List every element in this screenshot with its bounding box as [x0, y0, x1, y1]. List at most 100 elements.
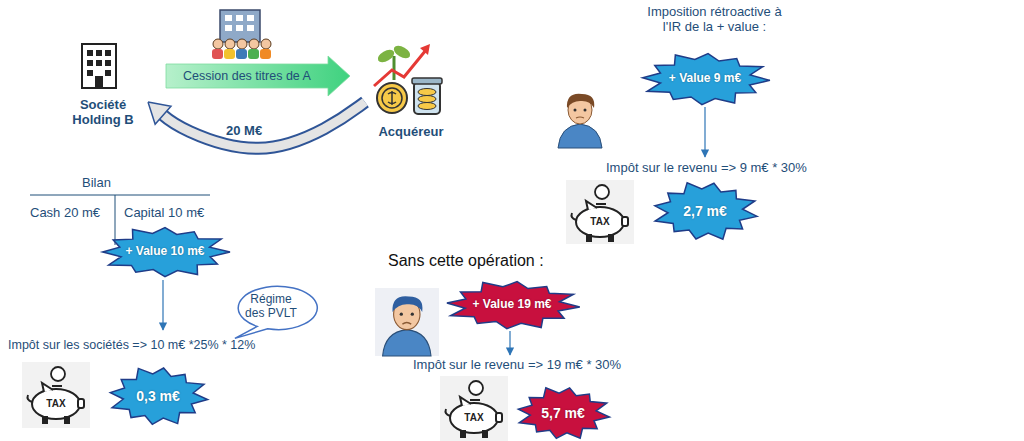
edge-label: Cession des titres de A — [183, 69, 311, 83]
piggy-leg — [460, 430, 466, 438]
node-text: + Value 19 m€ — [472, 298, 551, 312]
node-text: 0,3 m€ — [136, 388, 180, 404]
building-door — [95, 76, 103, 88]
plant-stem — [393, 56, 396, 80]
text-area: Société Holding B — [58, 40, 148, 128]
building-window — [105, 50, 111, 56]
person-body — [260, 49, 271, 59]
building-window — [87, 60, 93, 66]
text-area: + Value 10 m€ — [100, 226, 230, 278]
person-hair — [567, 94, 594, 108]
plant-leaf — [392, 43, 413, 61]
piggy-coin — [51, 367, 65, 381]
person-hair — [392, 296, 422, 312]
office-window — [236, 25, 243, 31]
person-body — [236, 49, 247, 59]
office-window — [225, 25, 232, 31]
person-head — [261, 39, 271, 49]
piggy-leg — [608, 234, 614, 242]
piggy-ear — [42, 383, 53, 392]
icon-background — [566, 180, 634, 244]
text-area: 5,7 m€ — [516, 386, 610, 440]
building-window — [96, 60, 102, 66]
coin-rim — [382, 88, 402, 108]
piggy-tail — [572, 213, 577, 220]
piggy-body — [576, 207, 624, 237]
coin-mark — [388, 91, 396, 105]
burst-outline — [447, 282, 580, 329]
office-window — [225, 15, 232, 21]
burst-outline — [518, 388, 609, 438]
piggy-ear — [460, 397, 471, 406]
value-burst: + Value 9 m€ — [640, 52, 770, 106]
value-burst: + Value 10 m€ — [100, 226, 230, 278]
icon-background — [375, 288, 439, 356]
section-heading: Sans cette opération : — [388, 252, 544, 270]
burst-outline — [655, 183, 757, 239]
edge-label: 20 M€ — [226, 124, 262, 139]
piggy-bank-icon — [566, 180, 634, 244]
office-building — [220, 10, 260, 42]
piggy-leg — [64, 416, 70, 424]
node-text: 2,7 m€ — [683, 203, 727, 219]
balance-sheet-line — [30, 195, 210, 196]
node-text: + Value 9 m€ — [669, 72, 741, 86]
tax-mark: TAX — [580, 215, 620, 229]
block-arrow — [166, 56, 350, 96]
node-text: Acquéreur — [378, 125, 443, 140]
text-area: 2,7 m€ — [652, 181, 758, 241]
burst-outline — [110, 368, 207, 424]
burst-outline — [103, 228, 230, 277]
office-window — [236, 15, 243, 21]
company-people-icon — [212, 10, 271, 59]
buyer-node: Acquéreur — [365, 40, 457, 140]
building-window — [87, 50, 93, 56]
jar-coin — [418, 96, 436, 103]
person-head — [225, 39, 235, 49]
tax-mark: TAX — [36, 397, 76, 411]
piggy-body — [450, 403, 498, 433]
tax-mark: TAX — [454, 411, 494, 425]
formula-text: Impôt sur le revenu => 19 m€ * 30% — [413, 358, 621, 373]
person-body — [558, 124, 602, 148]
piggy-snout — [496, 413, 502, 422]
tax-burst: 5,7 m€ — [516, 386, 610, 440]
investment-icon — [374, 43, 442, 114]
piggy-leg — [482, 430, 488, 438]
node-text: + Value 10 m€ — [125, 245, 204, 259]
jar-coin — [418, 103, 436, 110]
piggy-leg — [42, 416, 48, 424]
tax-burst: 0,3 m€ — [108, 366, 208, 426]
node-text: Société Holding B — [63, 98, 143, 128]
piggy-slot — [470, 399, 480, 401]
text-area: Acquéreur — [365, 40, 457, 140]
person-head — [237, 39, 247, 49]
coin — [377, 83, 407, 113]
curved-arrow-body — [159, 102, 365, 148]
person-eye — [574, 109, 577, 112]
formula-text: Impôt sur les sociétés => 10 m€ *25% * 1… — [8, 338, 255, 352]
arrow-head — [148, 102, 171, 124]
formula-text: Impôt sur le revenu => 9 m€ * 30% — [606, 161, 807, 176]
transfer-arrow — [166, 56, 350, 96]
table-cell: Cash 20 m€ — [30, 206, 100, 221]
person-head — [213, 39, 223, 49]
piggy-tail — [28, 395, 33, 402]
text-area: 0,3 m€ — [108, 366, 208, 426]
piggy-bank-icon — [440, 376, 508, 441]
piggy-snout — [78, 399, 84, 408]
person-body — [383, 330, 431, 356]
text-area: + Value 9 m€ — [640, 52, 770, 106]
person-eye — [584, 109, 587, 112]
bubble-outline — [235, 286, 317, 338]
building-window — [105, 60, 111, 66]
piggy-bank-icon — [22, 362, 90, 428]
piggy-coin — [595, 185, 609, 199]
curved-arrow-outline — [159, 102, 365, 148]
text-area: + Value 19 m€ — [444, 280, 580, 330]
building-window — [105, 70, 111, 76]
note-text: Imposition rétroactive à l'IR de la + va… — [642, 5, 787, 35]
piggy-leg — [586, 234, 592, 242]
tax-burst: 2,7 m€ — [652, 181, 758, 241]
